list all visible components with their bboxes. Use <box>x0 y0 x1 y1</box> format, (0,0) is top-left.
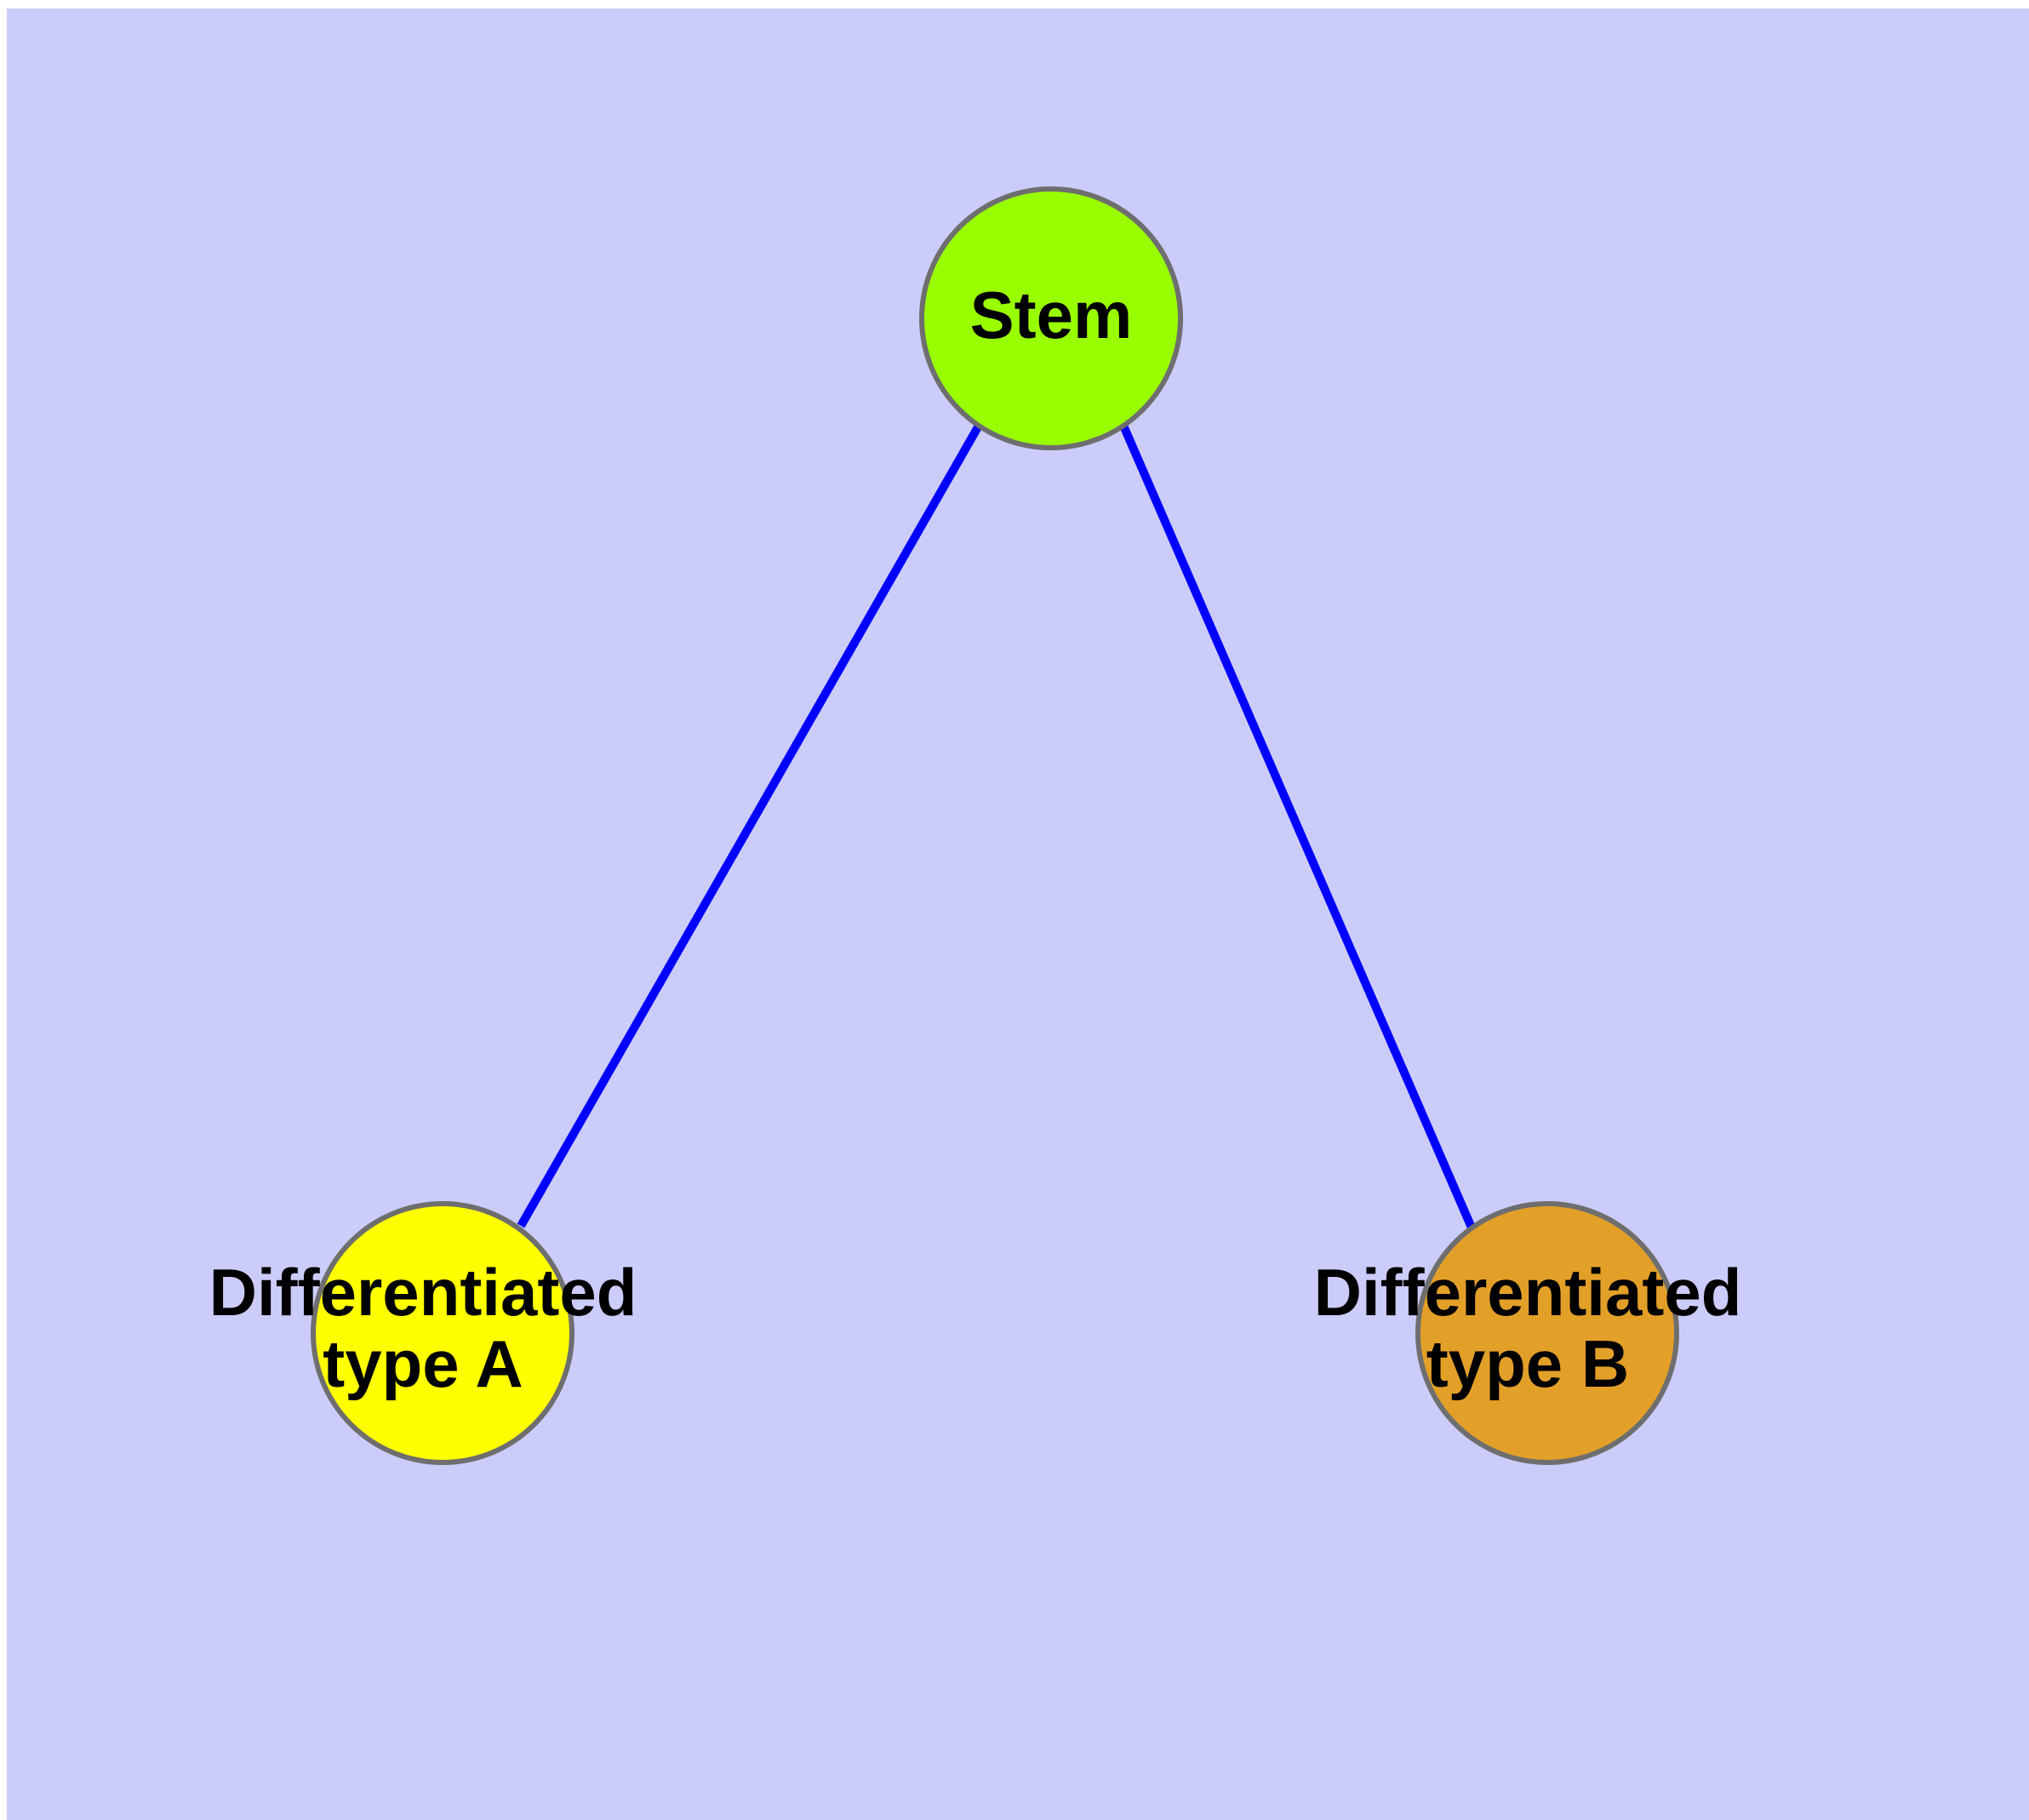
nodes-layer <box>311 186 1679 1465</box>
graph-edge-stem-diff_a[interactable] <box>517 423 983 1228</box>
graph-edge-stem-diff_b[interactable] <box>1119 424 1476 1229</box>
graph-node-label-line: Stem <box>970 278 1133 352</box>
graph-node-diff_a[interactable] <box>311 1201 574 1465</box>
graph-node-label-line: type B <box>1426 1326 1629 1401</box>
graph-node-label-stem: Stem <box>970 278 1133 352</box>
graph-node-diff_b[interactable] <box>1415 1201 1679 1465</box>
graph-node-label-line: type A <box>323 1326 523 1401</box>
edges-layer <box>517 423 1476 1229</box>
graph-node-stem[interactable] <box>919 186 1183 450</box>
graph-node-label-line: Differentiated <box>209 1254 637 1329</box>
graph-node-label-line: Differentiated <box>1314 1254 1742 1329</box>
